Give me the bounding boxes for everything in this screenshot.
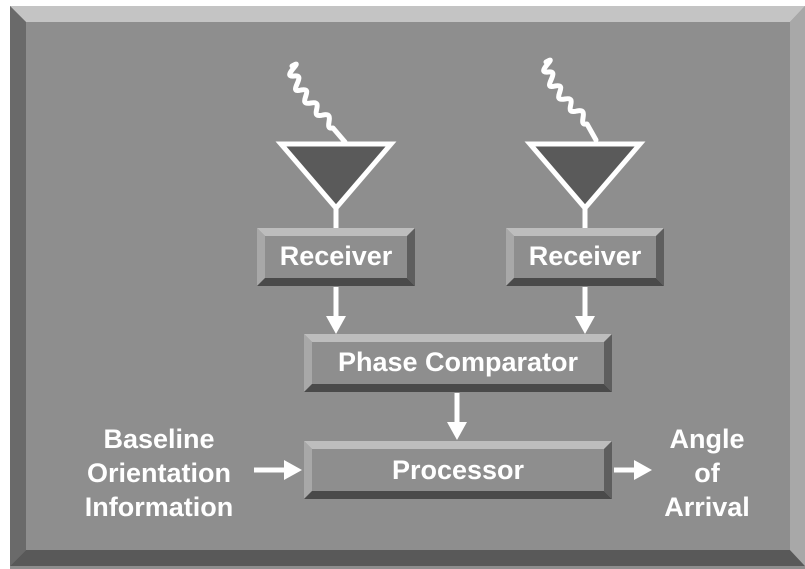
antenna-triangle-icon-right (524, 141, 646, 230)
output-label-line-2: of (694, 458, 720, 488)
phase-comparator-box (304, 334, 612, 392)
wavy-signal-icon-left (287, 61, 348, 145)
receiver-box-left (257, 228, 415, 286)
angle-of-arrival-label: Angle of Arrival (648, 422, 766, 524)
arrow-icon-input-to-processor (254, 460, 302, 480)
input-label-line-2: Orientation (86, 458, 231, 488)
arrow-icon-receiver-left-to-comparator (326, 287, 346, 334)
processor-label: Processor (391, 455, 525, 485)
phase-comparator-label: Phase Comparator (337, 347, 579, 377)
receiver-label-right: Receiver (528, 241, 642, 271)
arrow-icon-comparator-to-processor (447, 393, 467, 440)
input-label-line-3: Information (84, 492, 234, 522)
output-label-line-1: Angle (669, 424, 745, 454)
antenna-triangle-icon-left (275, 141, 397, 230)
output-label-line-3: Arrival (664, 492, 750, 522)
receiver-box-right (506, 228, 664, 286)
arrow-icon-receiver-right-to-comparator (575, 287, 595, 334)
input-label-line-1: Baseline (103, 424, 215, 454)
receiver-label-left: Receiver (279, 241, 393, 271)
arrow-icon-processor-to-output (614, 460, 652, 480)
wavy-signal-icon-right (541, 57, 599, 143)
baseline-orientation-information-label: Baseline Orientation Information (66, 422, 252, 524)
processor-box (304, 441, 612, 499)
